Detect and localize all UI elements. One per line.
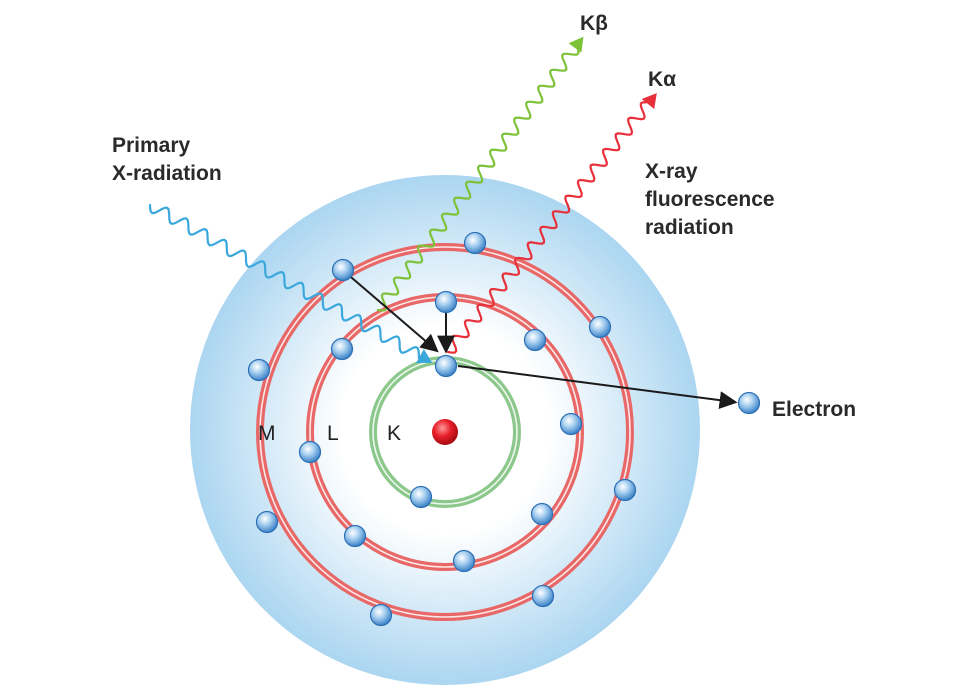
shell-m-ring xyxy=(256,243,634,621)
electron-label: Electron xyxy=(772,398,856,421)
nucleus xyxy=(432,419,458,445)
ejected-electron-arrow xyxy=(457,365,738,410)
electron-19 xyxy=(737,391,761,415)
electron-7 xyxy=(255,510,279,534)
electron-16 xyxy=(452,549,476,573)
electron-4 xyxy=(247,358,271,382)
electron-12 xyxy=(523,328,547,352)
m-to-k-transition-arrow xyxy=(344,271,439,353)
electrons xyxy=(247,231,761,627)
k-beta-wave-head xyxy=(568,36,584,53)
electron-11 xyxy=(330,337,354,361)
electron-15 xyxy=(343,524,367,548)
electron-2 xyxy=(331,258,355,282)
k-alpha-wave-head xyxy=(641,93,657,110)
electron-10 xyxy=(434,290,458,314)
electron-9 xyxy=(369,603,393,627)
primary-wave-head xyxy=(416,349,433,363)
fluorescence-label-line1: X-ray xyxy=(645,160,698,183)
primary-label-line2: X-radiation xyxy=(112,162,222,185)
k-beta-label: Kβ xyxy=(580,12,608,35)
shell-m-label: M xyxy=(258,422,276,445)
electron-14 xyxy=(530,502,554,526)
electron-3 xyxy=(588,315,612,339)
fluorescence-label-line2: fluorescence xyxy=(645,188,775,211)
electron-18 xyxy=(409,485,433,509)
electron-13 xyxy=(298,440,322,464)
radiation-waves xyxy=(148,36,657,363)
electron-17 xyxy=(434,354,458,378)
shell-k-label: K xyxy=(387,422,401,445)
electron-5 xyxy=(559,412,583,436)
electron-8 xyxy=(531,584,555,608)
electron-1 xyxy=(463,231,487,255)
k-alpha-wave xyxy=(446,101,648,354)
fluorescence-label-line3: radiation xyxy=(645,216,734,239)
shell-l-label: L xyxy=(327,422,339,445)
primary-label-line1: Primary xyxy=(112,134,191,157)
k-beta-wave xyxy=(376,49,580,312)
electron-6 xyxy=(613,478,637,502)
k-alpha-label: Kα xyxy=(648,68,676,91)
primary-wave xyxy=(148,203,420,360)
